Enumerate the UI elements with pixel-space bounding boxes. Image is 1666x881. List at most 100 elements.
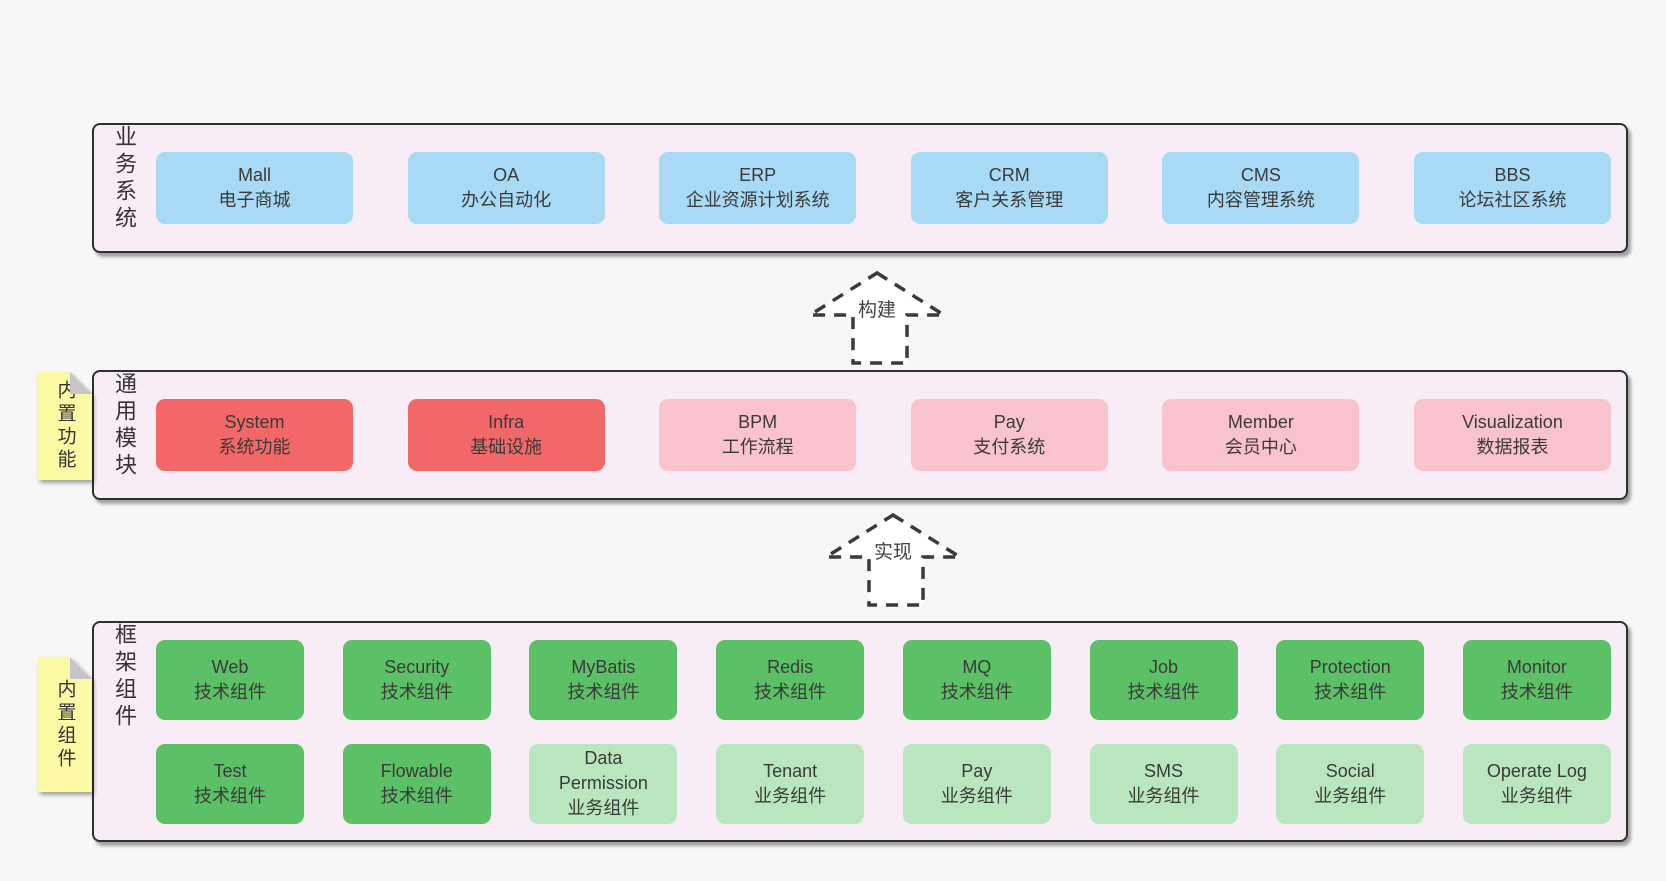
- business-systems-row: Mall 电子商城 OA 办公自动化 ERP 企业资源计划系统 CRM 客户关系…: [156, 127, 1611, 249]
- box-member: Member 会员中心: [1162, 399, 1360, 471]
- box-title: Data Permission: [558, 748, 648, 793]
- box-system: System 系统功能: [156, 399, 353, 471]
- builtin-features-note: 内置功能: [38, 372, 92, 480]
- box-subtitle: 办公自动化: [461, 190, 552, 210]
- box-title: Mall: [237, 165, 271, 185]
- box-test: Test 技术组件: [156, 743, 304, 824]
- box-data-permission: Data Permission 业务组件: [529, 743, 678, 824]
- box-subtitle: 系统功能: [218, 437, 291, 457]
- note-label: 内置组件: [54, 678, 76, 771]
- box-subtitle: 业务组件: [940, 785, 1013, 806]
- box-title: Infra: [488, 412, 525, 432]
- box-subtitle: 业务组件: [567, 798, 640, 818]
- implement-arrow-label: 实现: [870, 536, 916, 565]
- box-subtitle: 数据报表: [1476, 437, 1549, 457]
- box-title: Redis: [767, 656, 814, 677]
- box-title: Protection: [1309, 656, 1391, 677]
- box-title: System: [224, 412, 285, 432]
- box-title: Monitor: [1506, 656, 1567, 677]
- box-visualization: Visualization 数据报表: [1413, 399, 1611, 471]
- box-title: Pay: [993, 412, 1025, 432]
- box-mq: MQ 技术组件: [902, 639, 1051, 720]
- box-monitor: Monitor 技术组件: [1462, 639, 1611, 720]
- box-title: CRM: [988, 165, 1030, 185]
- box-subtitle: 支付系统: [973, 437, 1046, 457]
- box-title: Visualization: [1462, 412, 1563, 432]
- box-bbs: BBS 论坛社区系统: [1413, 152, 1611, 224]
- box-subtitle: 技术组件: [194, 681, 266, 702]
- box-job: Job 技术组件: [1089, 639, 1238, 720]
- box-title: Social: [1325, 760, 1375, 781]
- box-subtitle: 技术组件: [1500, 681, 1573, 702]
- box-subtitle: 客户关系管理: [955, 190, 1064, 210]
- box-bpm: BPM 工作流程: [659, 399, 857, 471]
- box-title: Member: [1227, 412, 1294, 432]
- box-title: Operate Log: [1486, 760, 1587, 781]
- box-subtitle: 会员中心: [1224, 437, 1297, 457]
- implement-arrow: 实现: [822, 512, 964, 608]
- box-title: OA: [493, 165, 520, 185]
- box-infra: Infra 基础设施: [407, 399, 605, 471]
- box-crm: CRM 客户关系管理: [910, 152, 1108, 224]
- business-components-row: Test 技术组件 Flowable 技术组件 Data Permission …: [156, 743, 1611, 824]
- box-subtitle: 基础设施: [470, 437, 543, 457]
- box-protection: Protection 技术组件: [1276, 639, 1425, 720]
- box-title: Job: [1149, 656, 1179, 677]
- box-subtitle: 业务组件: [754, 785, 827, 806]
- box-subtitle: 电子商城: [218, 190, 291, 210]
- common-modules-row: System 系统功能 Infra 基础设施 BPM 工作流程 Pay 支付系统…: [156, 374, 1611, 496]
- box-pay-module: Pay 支付系统: [910, 399, 1108, 471]
- box-subtitle: 业务组件: [1500, 785, 1573, 806]
- builtin-components-note: 内置组件: [38, 657, 92, 792]
- box-subtitle: 技术组件: [380, 681, 453, 702]
- common-modules-band: 通用模块 System 系统功能 Infra 基础设施 BPM 工作流程 Pay…: [92, 370, 1628, 500]
- box-subtitle: 技术组件: [380, 785, 453, 806]
- box-subtitle: 技术组件: [940, 681, 1013, 702]
- box-title: Tenant: [763, 760, 818, 781]
- box-subtitle: 技术组件: [567, 681, 640, 702]
- box-subtitle: 业务组件: [1127, 785, 1200, 806]
- box-title: CMS: [1240, 165, 1281, 185]
- build-arrow: 构建: [806, 270, 948, 366]
- box-pay-component: Pay 业务组件: [902, 743, 1051, 824]
- box-security: Security 技术组件: [342, 639, 491, 720]
- note-label: 内置功能: [54, 380, 76, 472]
- box-redis: Redis 技术组件: [716, 639, 865, 720]
- technical-components-row: Web 技术组件 Security 技术组件 MyBatis 技术组件 Redi…: [156, 639, 1611, 720]
- box-subtitle: 企业资源计划系统: [685, 190, 830, 210]
- box-social: Social 业务组件: [1276, 743, 1425, 824]
- box-title: Web: [211, 656, 249, 677]
- box-subtitle: 技术组件: [194, 785, 266, 806]
- business-systems-band: 业务系统 Mall 电子商城 OA 办公自动化 ERP 企业资源计划系统 CRM…: [92, 123, 1628, 253]
- box-title: BBS: [1494, 165, 1531, 185]
- box-web: Web 技术组件: [156, 639, 304, 720]
- box-oa: OA 办公自动化: [407, 152, 605, 224]
- box-title: Test: [213, 760, 247, 781]
- folded-corner-icon: [70, 657, 92, 679]
- box-operate-log: Operate Log 业务组件: [1462, 743, 1611, 824]
- box-title: MQ: [962, 656, 992, 677]
- box-subtitle: 技术组件: [1127, 681, 1200, 702]
- box-title: Security: [384, 656, 450, 677]
- box-erp: ERP 企业资源计划系统: [659, 152, 857, 224]
- box-cms: CMS 内容管理系统: [1162, 152, 1360, 224]
- framework-components-band: 框架组件 Web 技术组件 Security 技术组件 MyBatis 技术组件…: [92, 621, 1628, 842]
- box-title: Flowable: [380, 760, 453, 781]
- common-modules-label: 通用模块: [112, 372, 137, 480]
- framework-components-label: 框架组件: [112, 623, 137, 731]
- box-flowable: Flowable 技术组件: [342, 743, 491, 824]
- box-subtitle: 内容管理系统: [1206, 190, 1315, 210]
- framework-components-rows: Web 技术组件 Security 技术组件 MyBatis 技术组件 Redi…: [156, 625, 1611, 838]
- box-mall: Mall 电子商城: [156, 152, 353, 224]
- box-mybatis: MyBatis 技术组件: [529, 639, 678, 720]
- box-title: MyBatis: [571, 656, 636, 677]
- box-subtitle: 技术组件: [754, 681, 827, 702]
- box-title: ERP: [739, 165, 777, 185]
- box-title: SMS: [1144, 760, 1184, 781]
- folded-corner-icon: [70, 372, 92, 394]
- box-title: Pay: [961, 760, 993, 781]
- business-systems-label: 业务系统: [112, 125, 137, 233]
- box-subtitle: 论坛社区系统: [1458, 190, 1567, 210]
- build-arrow-label: 构建: [854, 294, 900, 323]
